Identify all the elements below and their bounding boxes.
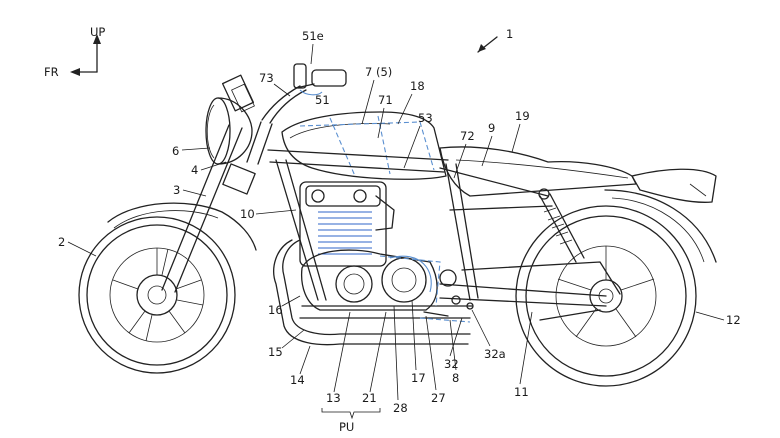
- up-arrow-icon: [93, 34, 101, 44]
- label-14: 14: [290, 373, 305, 387]
- part-labels: 51e 73 51 7 (5) 71 18 53 72 9 19 6 4: [58, 29, 741, 434]
- label-7-5: 7 (5): [365, 65, 392, 79]
- label-9: 9: [488, 121, 495, 135]
- swingarm: [439, 261, 621, 321]
- label-13: 13: [326, 391, 341, 405]
- label-19: 19: [515, 109, 530, 123]
- label-18: 18: [410, 79, 425, 93]
- label-28: 28: [393, 401, 408, 415]
- label-11: 11: [514, 385, 529, 399]
- label-8: 8: [452, 371, 459, 385]
- instrument-cluster: [221, 74, 255, 113]
- label-51: 51: [315, 93, 330, 107]
- pivot-area: [419, 269, 474, 323]
- cylinder-fins: [318, 211, 372, 255]
- label-2: 2: [58, 235, 65, 249]
- label-12: 12: [726, 313, 741, 327]
- frame: [267, 149, 553, 319]
- label-53: 53: [418, 111, 433, 125]
- label-16: 16: [268, 303, 283, 317]
- rear-shock: [538, 188, 585, 263]
- label-pu: PU: [339, 420, 354, 434]
- up-label: UP: [90, 25, 105, 39]
- label-32: 32: [444, 357, 459, 371]
- reference-arrow-icon: [478, 44, 486, 52]
- label-72: 72: [460, 129, 475, 143]
- front-label: FR: [44, 65, 59, 79]
- label-6: 6: [172, 144, 179, 158]
- label-10: 10: [240, 207, 255, 221]
- pu-bracket: [321, 408, 381, 420]
- grip: [311, 69, 347, 87]
- label-27: 27: [431, 391, 446, 405]
- label-73: 73: [259, 71, 274, 85]
- label-15: 15: [268, 345, 283, 359]
- rear-wheel: [515, 189, 717, 387]
- seat: [439, 146, 637, 197]
- figure-reference: 1: [477, 27, 513, 53]
- orientation-indicator: UP FR: [44, 25, 105, 79]
- handlebar: [261, 63, 347, 124]
- label-3: 3: [173, 183, 180, 197]
- engine: [273, 181, 471, 346]
- front-wheel: [78, 202, 257, 374]
- label-17: 17: [411, 371, 426, 385]
- fuel-tank: [281, 111, 447, 180]
- tail-cowl: [631, 168, 717, 203]
- headlight: [205, 97, 253, 165]
- front-fork: [161, 121, 273, 293]
- figure-ref-label: 1: [506, 27, 513, 41]
- label-32a: 32a: [484, 347, 506, 361]
- label-71: 71: [378, 93, 393, 107]
- front-arrow-icon: [70, 68, 80, 76]
- label-21: 21: [362, 391, 377, 405]
- label-4: 4: [191, 163, 198, 177]
- label-51e: 51e: [302, 29, 324, 43]
